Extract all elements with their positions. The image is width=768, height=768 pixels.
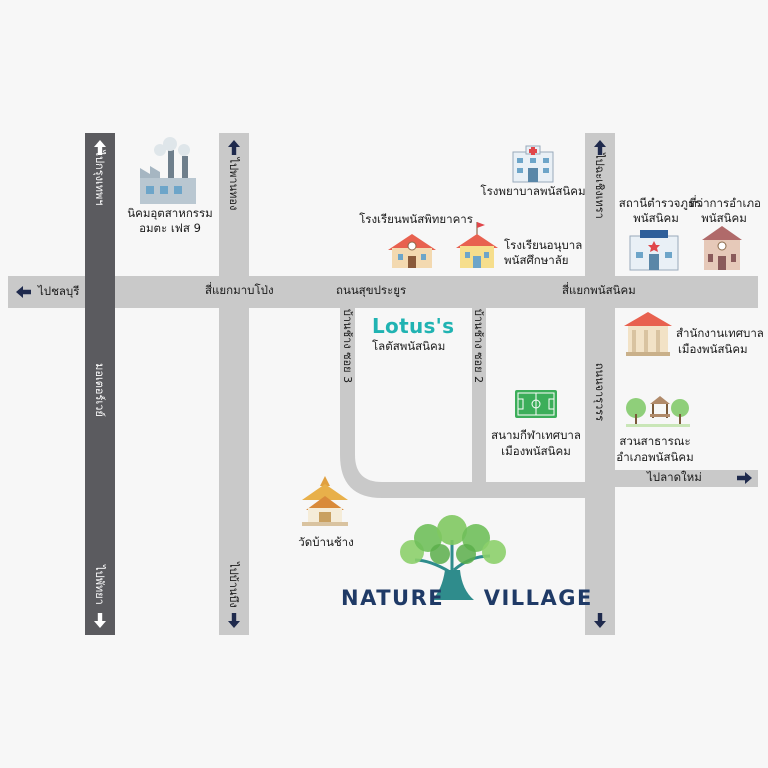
soi-2-road bbox=[472, 308, 486, 498]
stadium-icon bbox=[515, 390, 557, 418]
hospital-label: โรงพยาบาลพนัสนิคม bbox=[480, 184, 586, 198]
direction-banbueng-label: ไปบ้านบึง bbox=[227, 562, 240, 608]
temple-icon bbox=[302, 476, 348, 526]
temple-label: วัดบ้านช้าง bbox=[298, 535, 354, 549]
soi-3-label: บ้านช้าง ซอย 3 bbox=[341, 308, 354, 384]
tree-logo-icon bbox=[400, 515, 506, 600]
district-office-label-2: พนัสนิคม bbox=[701, 211, 747, 225]
direction-phanthong-label: ไปพานทอง bbox=[227, 157, 240, 211]
police-label-1: สถานีตำรวจภูธร bbox=[618, 196, 702, 210]
soi-3-road bbox=[340, 308, 585, 498]
intersection-right-label: สี่แยกพนัสนิคม bbox=[562, 283, 636, 297]
kindergarten-label-1: โรงเรียนอนุบาล bbox=[504, 238, 583, 252]
municipal-office-label-1: สำนักงานเทศบาล bbox=[676, 326, 764, 340]
motorway-label: มอเตอร์เวย์ bbox=[93, 363, 106, 417]
direction-chachoengsao-label: ไปฉะเชิงเทรา bbox=[593, 153, 606, 219]
soi-2-label: บ้านช้าง ซอย 2 bbox=[472, 308, 485, 384]
main-road-label: ถนนสุขประยูร bbox=[336, 283, 407, 297]
police-label-2: พนัสนิคม bbox=[633, 211, 679, 225]
municipal-office-label-2: เมืองพนัสนิคม bbox=[678, 342, 748, 356]
park-label-1: สวนสาธารณะ bbox=[619, 434, 691, 448]
stadium-label-2: เมืองพนัสนิคม bbox=[501, 444, 571, 458]
main-road bbox=[8, 276, 758, 308]
park-label-2: อำเภอพนัสนิคม bbox=[616, 450, 694, 464]
motorway-road bbox=[85, 133, 115, 635]
amata-label-2: อมตะ เฟส 9 bbox=[139, 221, 201, 235]
direction-chonburi-label: ไปชลบุรี bbox=[38, 284, 80, 298]
kindergarten-label-2: พนัสศึกษาลัย bbox=[504, 253, 569, 267]
latyai-road bbox=[615, 470, 758, 487]
phanat-school-label: โรงเรียนพนัสพิทยาคาร bbox=[359, 212, 473, 226]
brand-name-left: NATURE bbox=[341, 586, 445, 610]
municipal-office-icon bbox=[624, 312, 672, 356]
police-station-icon bbox=[629, 230, 679, 271]
lotus-branch-label: โลตัสพนัสนิคม bbox=[372, 339, 446, 353]
district-office-icon bbox=[702, 226, 742, 270]
hospital-icon bbox=[512, 145, 554, 183]
jaruwan-road-label: ถนนจารุวรร bbox=[593, 362, 606, 422]
jaruwan-road bbox=[585, 133, 615, 635]
direction-latyai-label: ไปลาดใหม่ bbox=[647, 470, 702, 484]
school-icon bbox=[388, 234, 436, 268]
direction-bangkok-label: ไปกรุงเทพฯ bbox=[93, 150, 106, 206]
direction-pattaya-label: ไปพัทยา bbox=[93, 565, 106, 605]
project-brand: NATURE VILLAGE bbox=[341, 586, 593, 610]
park-icon bbox=[626, 396, 690, 427]
amata-label-1: นิคมอุตสาหกรรม bbox=[127, 206, 213, 220]
lotus-logo: Lotus's bbox=[372, 314, 455, 338]
phanthong-road bbox=[219, 133, 249, 635]
district-office-label-1: ที่ว่าการอำเภอ bbox=[689, 196, 761, 210]
factory-icon bbox=[140, 137, 196, 204]
stadium-label-1: สนามกีฬาเทศบาล bbox=[491, 428, 581, 442]
brand-name-right: VILLAGE bbox=[483, 586, 593, 610]
intersection-left-label: สี่แยกมาบโป่ง bbox=[205, 283, 274, 297]
kindergarten-icon bbox=[456, 222, 498, 268]
